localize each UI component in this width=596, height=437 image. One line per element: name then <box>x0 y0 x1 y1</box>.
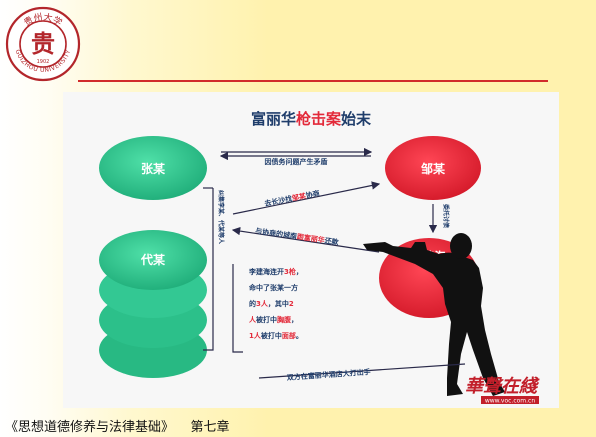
gather-label: 纠集李某、代某等人 <box>217 190 225 245</box>
dai-node-stack <box>99 230 207 378</box>
diagram-panel: 富丽华枪击案始末 代某 张某 邹某 李建海 因债务问题产生矛盾 <box>63 92 559 408</box>
note-bracket <box>232 264 243 353</box>
note-line-3: 的3人，其中2 <box>249 299 294 308</box>
note-line-4: 人被打中胸腹， <box>249 315 298 324</box>
watermark-logo: 華聲在綫 <box>465 376 540 397</box>
diagram-title: 富丽华枪击案始末 <box>251 110 372 128</box>
watermark-url: www.voc.com.cn <box>485 398 536 405</box>
note-line-1: 李建海连开3枪， <box>248 267 303 276</box>
dai-label: 代某 <box>140 252 166 267</box>
note-line-5: 1人被打中面部。 <box>249 331 303 340</box>
chapter-label: 第七章 <box>190 420 230 435</box>
zou-label: 邹某 <box>421 161 446 176</box>
note-line-2: 命中了张某一方 <box>248 283 298 292</box>
gather-bracket <box>203 188 214 351</box>
visit-arrow <box>232 181 381 215</box>
visit-label: 去长沙找邹某协商 <box>264 188 321 208</box>
zhang-node <box>99 136 207 200</box>
fight-arrow <box>231 226 380 253</box>
university-seal-icon: 贵州大学 GUIZHOU UNIVERSITY 贵 1902 <box>5 6 81 82</box>
request-label: 委托讨债 <box>442 204 450 228</box>
watermark-url-bg <box>481 396 539 404</box>
incident-diagram: 富丽华枪击案始末 代某 张某 邹某 李建海 因债务问题产生矛盾 <box>99 110 540 405</box>
dispute-label: 因债务问题产生矛盾 <box>265 157 328 166</box>
gunman-silhouette-icon <box>363 233 505 396</box>
zou-node <box>385 136 481 200</box>
slide-footer: 《思想道德修养与法律基础》 第七章 <box>5 416 230 435</box>
banner-line <box>258 363 466 379</box>
course-title: 《思想道德修养与法律基础》 <box>5 420 175 435</box>
seal-emblem: 贵 <box>31 30 55 58</box>
dai-node <box>99 230 207 290</box>
bottom-banner: 双方在富丽华酒店大打出手 <box>287 367 371 382</box>
fight-label: 与协商的城南跟富丽华还款 <box>255 226 340 247</box>
incident-note: 李建海连开3枪， 命中了张某一方 的3人，其中2 人被打中胸腹， 1人被打中面部… <box>248 267 303 340</box>
seal-year: 1902 <box>37 59 50 65</box>
header-divider <box>78 80 548 82</box>
zhang-label: 张某 <box>141 161 166 176</box>
